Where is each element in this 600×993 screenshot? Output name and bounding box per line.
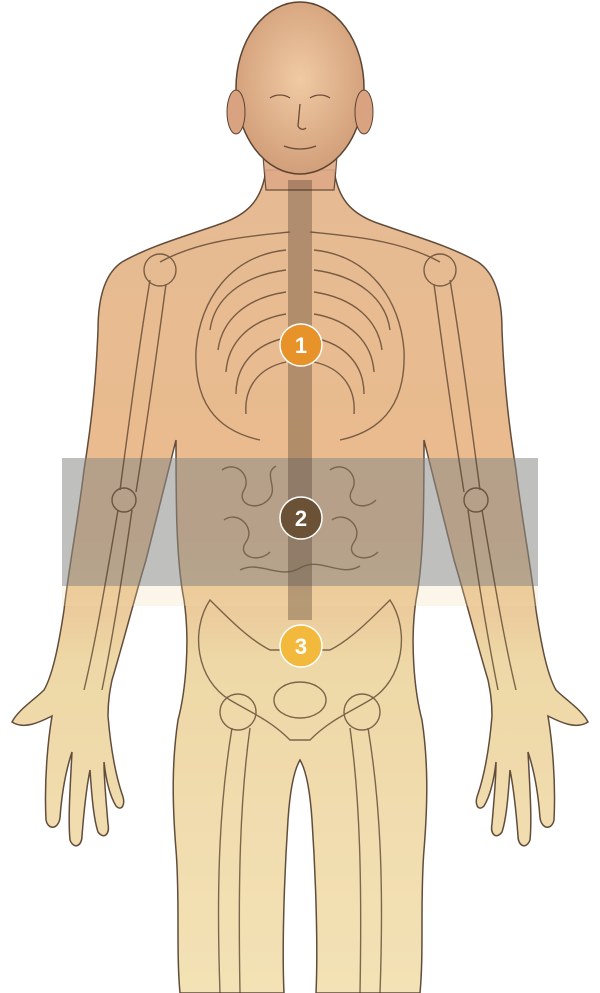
spine (288, 180, 312, 620)
zone-marker-2-label: 2 (295, 506, 307, 531)
zone-marker-3-label: 3 (295, 634, 307, 659)
right-ear (355, 90, 373, 134)
zone-marker-1-label: 1 (295, 333, 307, 358)
zone-marker-3[interactable]: 3 (280, 625, 322, 667)
left-ear (227, 90, 245, 134)
zone-marker-1[interactable]: 1 (280, 324, 322, 366)
head (236, 2, 364, 174)
zone-marker-2[interactable]: 2 (280, 497, 322, 539)
